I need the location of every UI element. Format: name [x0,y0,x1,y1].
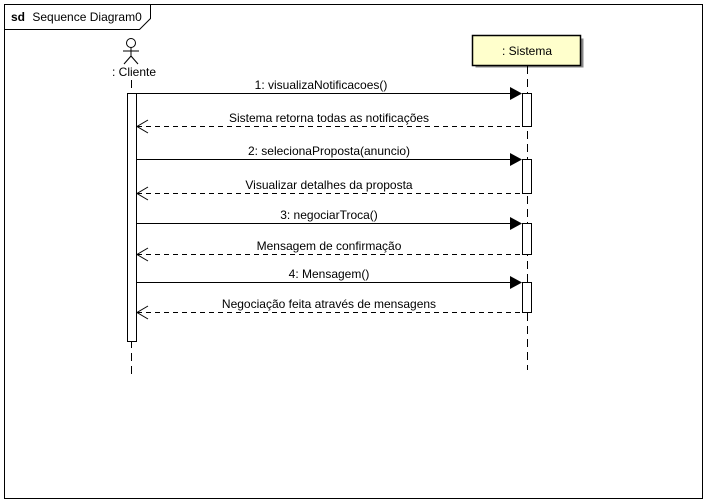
message-label: Mensagem de confirmação [257,239,402,253]
activation-bar-sistema [522,282,532,313]
message-label: 4: Mensagem() [289,267,370,281]
activation-bar-cliente [127,93,137,342]
lifeline-head-sistema[interactable]: : Sistema [471,34,584,68]
arrowhead-filled-icon [510,87,522,100]
diagram-frame [4,4,703,499]
message-label: 2: selecionaProposta(anuncio) [248,144,410,158]
actor-cliente[interactable]: : Cliente [112,38,156,80]
frame-title-tab [4,4,151,30]
frame-diagram-name: Sequence Diagram0 [32,10,142,24]
arrowhead-open-icon [136,305,149,320]
actor-icon [123,38,139,65]
message-sync[interactable]: 2: selecionaProposta(anuncio) [136,144,523,166]
message-label: Sistema retorna todas as notificações [229,111,429,125]
arrowhead-filled-icon [510,153,522,166]
message-sync[interactable]: 4: Mensagem() [136,267,523,289]
message-label: 3: negociarTroca() [280,208,378,222]
arrowhead-filled-icon [510,217,522,230]
message-label: Negociação feita através de mensagens [222,297,436,311]
arrowhead-open-icon [136,247,149,262]
message-sync[interactable]: 3: negociarTroca() [136,208,523,230]
frame-title: sd Sequence Diagram0 [11,10,142,24]
activation-bar-sistema [522,159,532,194]
arrowhead-open-icon [136,119,149,134]
message-label: Visualizar detalhes da proposta [245,178,413,192]
arrowhead-open-icon [136,186,149,201]
activation-bar-sistema [522,93,532,127]
actor-cliente-label: : Cliente [112,65,156,79]
sistema-box [471,34,582,67]
message-return[interactable]: Visualizar detalhes da proposta [136,178,522,201]
message-return[interactable]: Mensagem de confirmação [136,239,522,262]
message-sync[interactable]: 1: visualizaNotificacoes() [136,78,523,100]
sistema-label: : Sistema [502,44,552,58]
message-label: 1: visualizaNotificacoes() [255,78,388,92]
message-return[interactable]: Negociação feita através de mensagens [136,297,522,320]
activation-bar-sistema [522,223,532,255]
arrowhead-filled-icon [510,276,522,289]
frame-keyword: sd [11,10,25,24]
message-return[interactable]: Sistema retorna todas as notificações [136,111,522,134]
